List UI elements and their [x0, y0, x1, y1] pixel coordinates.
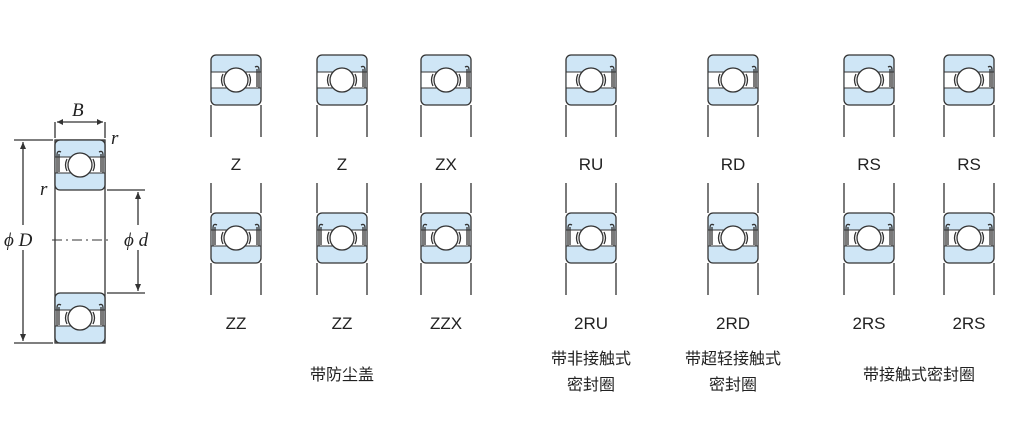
- group-label-light-contact: 带超轻接触式: [685, 349, 781, 368]
- bearing-code-label: RD: [721, 155, 746, 174]
- bearing-icon-2rs: [943, 183, 995, 295]
- bearing-icon-rd: [707, 54, 759, 137]
- bearing-code-label: ZX: [435, 155, 457, 174]
- bearing-code-label: ZZ: [226, 314, 247, 333]
- bearing-code-label: 2RS: [952, 314, 985, 333]
- group-label-non-contact: 带非接触式: [551, 349, 631, 368]
- inner-diameter-label: ϕ d: [124, 230, 149, 251]
- bearing-icon-2ru: [565, 183, 617, 295]
- outer-diameter-label: ϕ D: [4, 230, 33, 251]
- bearing-code-label: RS: [957, 155, 981, 174]
- group-labels: 带防尘盖 带非接触式 密封圈 带超轻接触式 密封圈 带接触式密封圈: [310, 349, 975, 394]
- bearing-icon-2rs: [843, 183, 895, 295]
- bearing-code-label: 2RS: [852, 314, 885, 333]
- bearing-icon-2rd: [707, 183, 759, 295]
- bearing-icon-zx: [420, 54, 472, 137]
- group-label-contact: 带接触式密封圈: [863, 365, 975, 384]
- bearing-code-label: 2RD: [716, 314, 750, 333]
- bearing-code-label: ZZ: [332, 314, 353, 333]
- bearing-code-label: ZZX: [430, 314, 462, 333]
- bearing-code-label: 2RU: [574, 314, 608, 333]
- bearing-code-label: Z: [231, 155, 241, 174]
- bearing-icon-rs: [943, 54, 995, 137]
- bearing-icon-zz: [210, 183, 262, 295]
- dimensioned-bearing-drawing: B r r ϕ D ϕ d: [4, 100, 149, 344]
- bearing-icon-zzx: [420, 183, 472, 295]
- bearing-code-label: RS: [857, 155, 881, 174]
- group-label-light-contact-line2: 密封圈: [709, 375, 757, 394]
- bearing-code-label: Z: [337, 155, 347, 174]
- group-label-non-contact-line2: 密封圈: [567, 375, 615, 394]
- bearing-icon-zz: [316, 183, 368, 295]
- group-label-shield: 带防尘盖: [310, 365, 374, 384]
- bearing-icon-z: [316, 54, 368, 137]
- chamfer-label-top: r: [111, 128, 119, 149]
- bearing-icon-z: [210, 54, 262, 137]
- chamfer-label-left: r: [40, 179, 48, 200]
- bearing-code-label: RU: [579, 155, 604, 174]
- dimension-b-label: B: [72, 100, 84, 121]
- bearing-icon-ru: [565, 54, 617, 137]
- bearing-icon-rs: [843, 54, 895, 137]
